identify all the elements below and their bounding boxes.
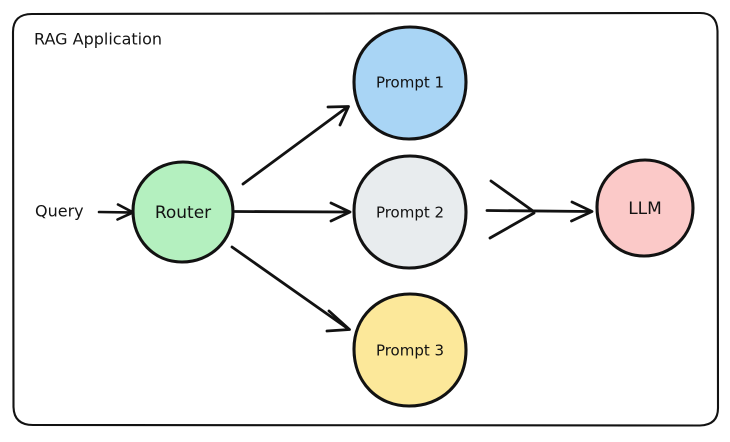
node-llm-label: LLM xyxy=(628,199,662,219)
diagram-title: RAG Application xyxy=(34,30,162,49)
node-prompt1[interactable]: Prompt 1 xyxy=(352,25,468,141)
node-router-label: Router xyxy=(155,203,211,223)
edge-query-to-router xyxy=(97,203,135,221)
edge-router-to-prompt3 xyxy=(230,245,351,333)
edge-router-to-prompt1 xyxy=(241,105,350,186)
node-router[interactable]: Router xyxy=(131,160,235,264)
diagram-frame xyxy=(11,11,720,427)
node-prompt3[interactable]: Prompt 3 xyxy=(352,292,468,408)
edge-router-to-prompt2 xyxy=(233,201,352,223)
node-prompt3-label: Prompt 3 xyxy=(376,342,444,360)
node-prompt2-label: Prompt 2 xyxy=(376,204,444,222)
edge-label-query: Query xyxy=(35,202,84,221)
node-prompt2[interactable]: Prompt 2 xyxy=(352,154,468,270)
node-prompt1-label: Prompt 1 xyxy=(376,74,444,92)
edge-merge-to-llm xyxy=(485,179,594,240)
node-llm[interactable]: LLM xyxy=(595,158,695,258)
